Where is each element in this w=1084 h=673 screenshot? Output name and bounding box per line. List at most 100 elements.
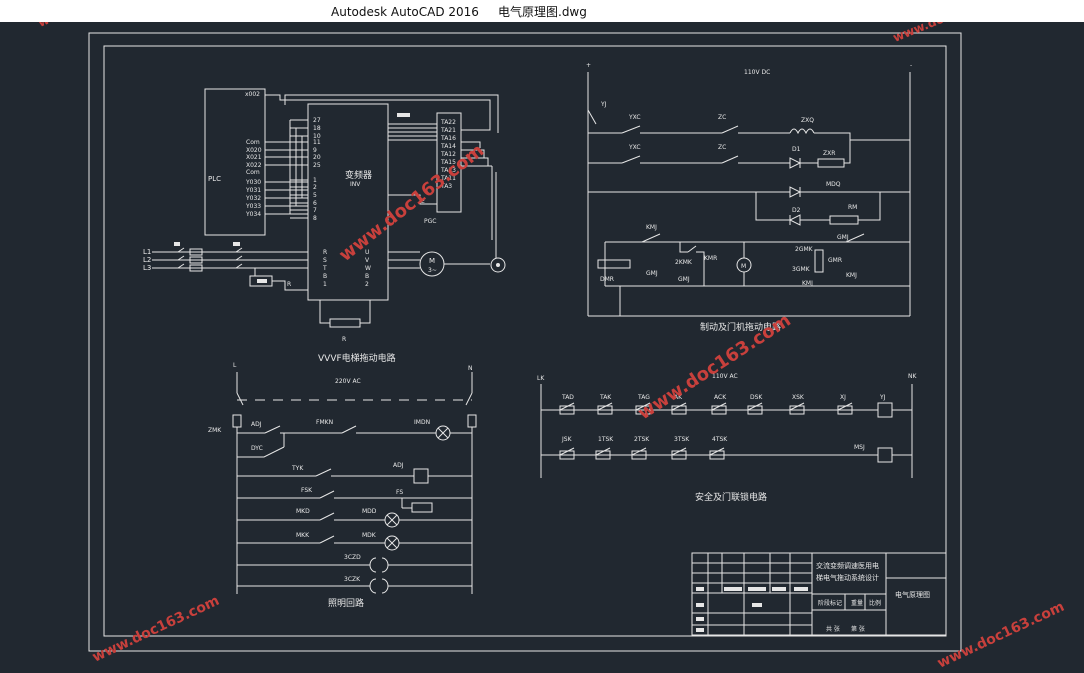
safety-contact: [671, 402, 687, 411]
inverter-pin-label: 6: [313, 200, 317, 207]
inverter-block: [307, 103, 389, 301]
kmj-label: KMJ: [646, 224, 657, 231]
safety-contact: [595, 447, 611, 456]
inverter-pin-label: 7: [313, 207, 317, 214]
pgc-pin-label: TA3: [440, 183, 452, 190]
fmkn-label: FMKN: [316, 419, 333, 426]
safety-contact: [747, 402, 763, 411]
fsk-contact: [319, 490, 335, 499]
plc-pin-label: Y031: [245, 187, 261, 194]
kmj2-label: KMJ: [846, 272, 857, 279]
zmk-label: ZMK: [208, 427, 222, 434]
safety-contact: [631, 447, 647, 456]
l-label: L: [233, 362, 237, 369]
lk-label: LK: [537, 375, 545, 382]
cad-drawing[interactable]: PLC x002 ComX020X021X022ComY030Y031Y032Y…: [0, 22, 1084, 673]
fuse: [189, 256, 203, 264]
tyk-contact: [315, 468, 332, 477]
pgc-block: [436, 112, 462, 213]
app-name: Autodesk AutoCAD 2016: [331, 5, 479, 19]
plc-pin-label: X021: [246, 154, 262, 161]
dmr-resistor: [597, 259, 631, 269]
watermark-text: www.doc163.com: [90, 593, 222, 666]
wire: [679, 242, 688, 253]
safety-contact-label: TAD: [561, 394, 574, 401]
rm-label: RM: [848, 204, 857, 211]
yxc-contact: [621, 155, 641, 164]
wire: [319, 300, 330, 324]
row2-yxc-label: YXC: [628, 144, 641, 151]
mdq-diode: [789, 186, 802, 198]
fs-fan: [411, 502, 433, 513]
lighting-circuit: L N 220V AC ZMK ADJ FMKN IMDN DYC TYK A: [208, 362, 477, 609]
brake-resistor-label: R: [342, 336, 346, 343]
inverter-input-pin: T: [322, 265, 327, 272]
safety-contact-label: JSK: [561, 436, 573, 443]
safety-caption: 安全及门联锁电路: [695, 491, 767, 503]
kmj-contact: [641, 233, 661, 243]
inverter-title: 变频器: [345, 169, 372, 181]
wire: [388, 194, 437, 205]
socket-3czk: [369, 578, 377, 594]
safety-contact-label: XSK: [792, 394, 805, 401]
project-title-line1: 交流变频调速医用电: [816, 561, 879, 570]
tb-mark: [748, 587, 766, 591]
safety-contact-label: 1TSK: [598, 436, 614, 443]
door-motor-label: M: [741, 263, 746, 270]
reactor-core: [257, 279, 267, 283]
switch-contact: [177, 247, 185, 253]
motor-subtitle: 3~: [428, 267, 437, 274]
inverter-pin-label: 9: [313, 147, 317, 154]
adj-contact: [264, 425, 281, 434]
safety-contact-label: 4TSK: [712, 436, 728, 443]
gmr-label: GMR: [828, 257, 842, 264]
safety-contact: [559, 447, 575, 456]
gmj2-label: GMJ: [646, 270, 658, 277]
adj-coil: [413, 468, 429, 484]
watermarks: www.doc163.comwww.doc163.comwww.doc163.c…: [36, 22, 1067, 672]
plc-pin-label: Com: [246, 139, 260, 146]
inverter-output-pin: W: [365, 265, 371, 272]
d2-label: D2: [792, 207, 801, 214]
row1-yxc-label: YXC: [628, 114, 641, 121]
zxr-resistor: [817, 158, 845, 168]
wire: [755, 192, 790, 221]
inverter-output-pin: 2: [365, 281, 369, 288]
msj-label: MSJ: [854, 444, 865, 451]
project-title-line2: 梯电气拖动系统设计: [816, 573, 879, 582]
czk-label: 3CZK: [344, 576, 361, 583]
zmk-contact: [465, 392, 473, 406]
safety-contact-label: DSK: [750, 394, 763, 401]
dmr-label: DMR: [600, 276, 614, 283]
vvvf-caption: VVVF电梯拖动电路: [318, 352, 396, 364]
rm-resistor: [829, 215, 859, 225]
socket-3czd: [369, 557, 377, 573]
adj-label: ADJ: [251, 421, 262, 428]
pgc-e-pin: E: [421, 198, 425, 205]
pgc-label: PGC: [424, 218, 436, 225]
safety-contact: [709, 447, 725, 456]
lamp-cross: [386, 514, 398, 526]
window-title: Autodesk AutoCAD 2016 电气原理图.dwg: [331, 3, 587, 20]
sheets-total: 共 张: [826, 625, 840, 633]
wire: [284, 94, 499, 133]
pgc-pin-label: TA21: [440, 127, 456, 134]
contactor-marker: [233, 242, 240, 246]
inverter-pin-label: 27: [313, 117, 321, 124]
resistor-label: R: [287, 281, 291, 288]
mkd-contact: [319, 512, 335, 521]
row2-zc-label: ZC: [718, 144, 726, 151]
row1-zxq-label: ZXQ: [801, 117, 814, 124]
kmr-label: KMR: [704, 255, 717, 262]
pgc-pin-label: TA11: [440, 175, 456, 182]
safety-contact-label: AK: [674, 394, 683, 401]
fuse: [189, 264, 203, 272]
switch-contact: [177, 255, 185, 261]
kmj3-label: KMJ: [802, 280, 813, 287]
wire: [814, 132, 910, 141]
plc-block: [204, 88, 266, 236]
fsk-label: FSK: [301, 487, 313, 494]
mkk-label: MKK: [296, 532, 310, 539]
